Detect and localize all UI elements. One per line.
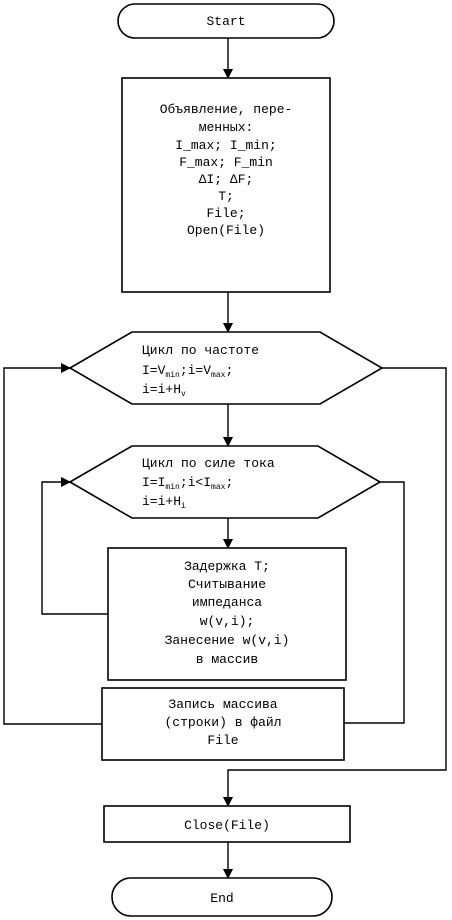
declare-line-5: ΔI; ΔF; xyxy=(199,172,254,187)
declare-line-4: F_max; F_min xyxy=(179,155,273,170)
loop-current: Цикл по силе тока I=Imin;i<Imax; i=i+Hi xyxy=(68,445,382,519)
loop-frequency-title: Цикл по частоте xyxy=(142,343,259,358)
loop-frequency-step: i=i+Hv xyxy=(142,382,186,399)
arrow-loopfreq-exit-close xyxy=(223,367,447,807)
loop-current-step: i=i+Hi xyxy=(142,494,186,511)
arrow-delay-back-loopcurrent xyxy=(41,477,108,615)
delay-line-1: Задержка T; xyxy=(184,559,270,574)
declare-line-7: File; xyxy=(206,206,245,221)
write-line-3: File xyxy=(207,733,238,748)
delay-line-4: w(v,i); xyxy=(200,614,255,629)
delay-line-3: импеданса xyxy=(192,595,262,610)
close-process: Close(File) xyxy=(103,805,351,843)
line-loopcurrent-exit-write xyxy=(344,481,405,724)
loop-frequency: Цикл по частоте I=Vmin;i=Vmax; i=i+Hv xyxy=(68,331,384,405)
declare-line-3: I_max; I_min; xyxy=(175,138,276,153)
write-process: Запись массива (строки) в файл File xyxy=(101,687,345,761)
arrow-write-back-loopfreq xyxy=(3,363,102,725)
declare-process: Объявление, пере- менных: I_max; I_min; … xyxy=(121,77,331,293)
delay-line-2: Считывание xyxy=(188,577,266,592)
start-terminal: Start xyxy=(117,3,335,39)
write-line-1: Запись массива xyxy=(168,697,277,712)
delay-line-6: в массив xyxy=(196,652,258,667)
write-line-2: (строки) в файл xyxy=(164,715,281,730)
declare-line-1: Объявление, пере- xyxy=(160,102,293,117)
delay-line-5: Занесение w(v,i) xyxy=(165,633,290,648)
declare-line-2: менных: xyxy=(199,120,254,135)
end-label: End xyxy=(210,891,233,906)
declare-line-8: Open(File) xyxy=(187,223,265,238)
end-terminal: End xyxy=(111,877,333,917)
close-label: Close(File) xyxy=(184,818,270,833)
start-label: Start xyxy=(206,14,245,29)
loop-frequency-init: I=Vmin;i=Vmax; xyxy=(142,363,233,380)
delay-process: Задержка T; Считывание импеданса w(v,i);… xyxy=(107,547,347,681)
connectors xyxy=(3,38,447,879)
loop-current-title: Цикл по силе тока xyxy=(142,456,275,471)
loop-current-init: I=Imin;i<Imax; xyxy=(142,475,233,492)
declare-line-6: T; xyxy=(218,189,234,204)
